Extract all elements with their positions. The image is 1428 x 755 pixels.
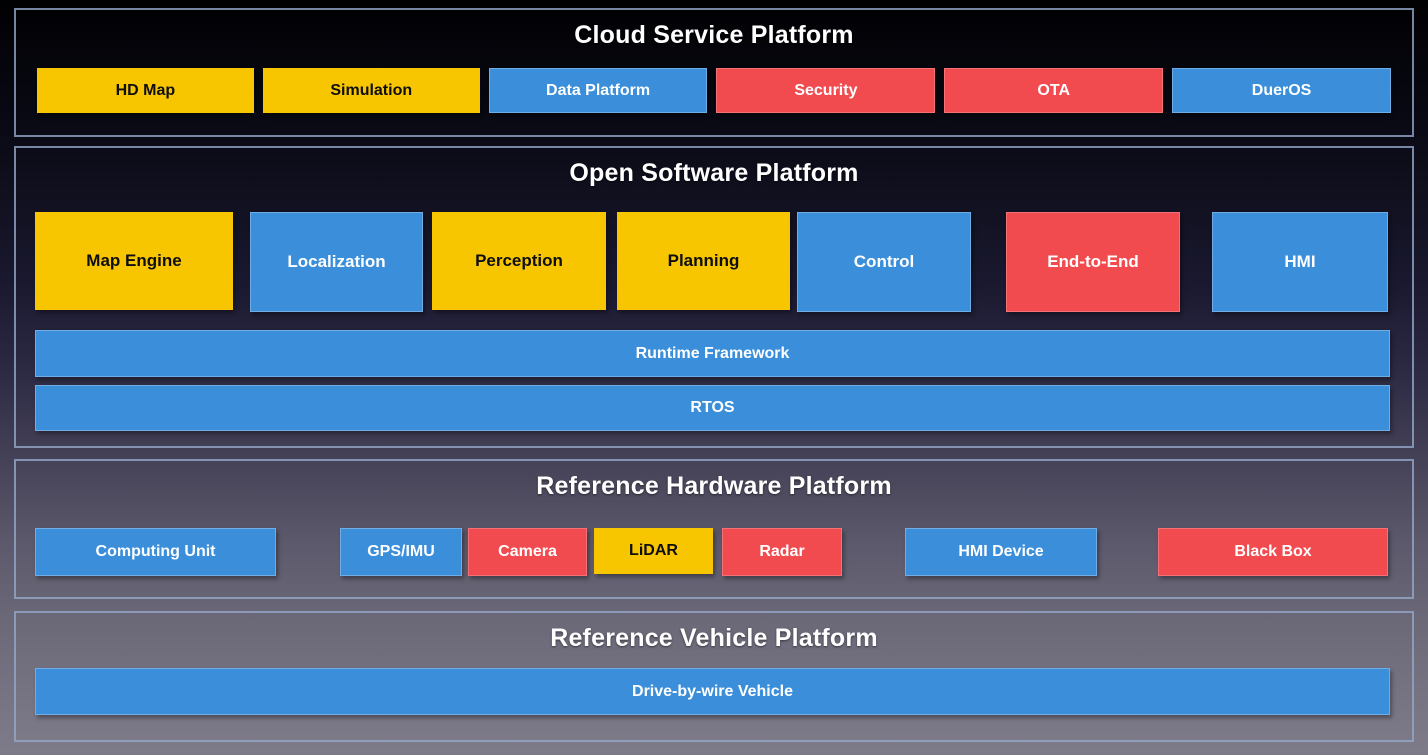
hw-lidar: LiDAR bbox=[594, 528, 713, 574]
module-end-to-end: End-to-End bbox=[1006, 212, 1180, 312]
cloud-chip-row: HD Map Simulation Data Platform Security… bbox=[37, 68, 1391, 113]
module-localization: Localization bbox=[250, 212, 423, 312]
chip-security: Security bbox=[716, 68, 936, 113]
chip-dueros: DuerOS bbox=[1172, 68, 1391, 113]
chip-data-platform: Data Platform bbox=[488, 68, 708, 113]
software-section-title: Open Software Platform bbox=[569, 159, 859, 187]
chip-simulation: Simulation bbox=[262, 68, 480, 113]
hw-black-box: Black Box bbox=[1158, 528, 1388, 576]
module-hmi: HMI bbox=[1212, 212, 1388, 312]
hardware-section-title: Reference Hardware Platform bbox=[536, 472, 892, 500]
cloud-section-title: Cloud Service Platform bbox=[574, 21, 854, 49]
module-control: Control bbox=[797, 212, 971, 312]
chip-hd-map: HD Map bbox=[37, 68, 254, 113]
module-planning: Planning bbox=[617, 212, 790, 310]
hw-radar: Radar bbox=[722, 528, 842, 576]
chip-ota: OTA bbox=[944, 68, 1164, 113]
hw-hmi-device: HMI Device bbox=[905, 528, 1097, 576]
open-software-platform-section: Open Software Platform Map Engine Locali… bbox=[14, 146, 1414, 448]
reference-vehicle-platform-section: Reference Vehicle Platform Drive-by-wire… bbox=[14, 611, 1414, 742]
hw-gps-imu: GPS/IMU bbox=[340, 528, 462, 576]
hw-computing-unit: Computing Unit bbox=[35, 528, 276, 576]
bar-runtime-framework: Runtime Framework bbox=[35, 330, 1390, 377]
bar-rtos: RTOS bbox=[35, 385, 1390, 431]
vehicle-section-title: Reference Vehicle Platform bbox=[550, 624, 878, 652]
hw-camera: Camera bbox=[468, 528, 587, 576]
cloud-service-platform-section: Cloud Service Platform HD Map Simulation… bbox=[14, 8, 1414, 137]
reference-hardware-platform-section: Reference Hardware Platform Computing Un… bbox=[14, 459, 1414, 599]
bar-drive-by-wire-vehicle: Drive-by-wire Vehicle bbox=[35, 668, 1390, 715]
module-map-engine: Map Engine bbox=[35, 212, 233, 310]
module-perception: Perception bbox=[432, 212, 606, 310]
